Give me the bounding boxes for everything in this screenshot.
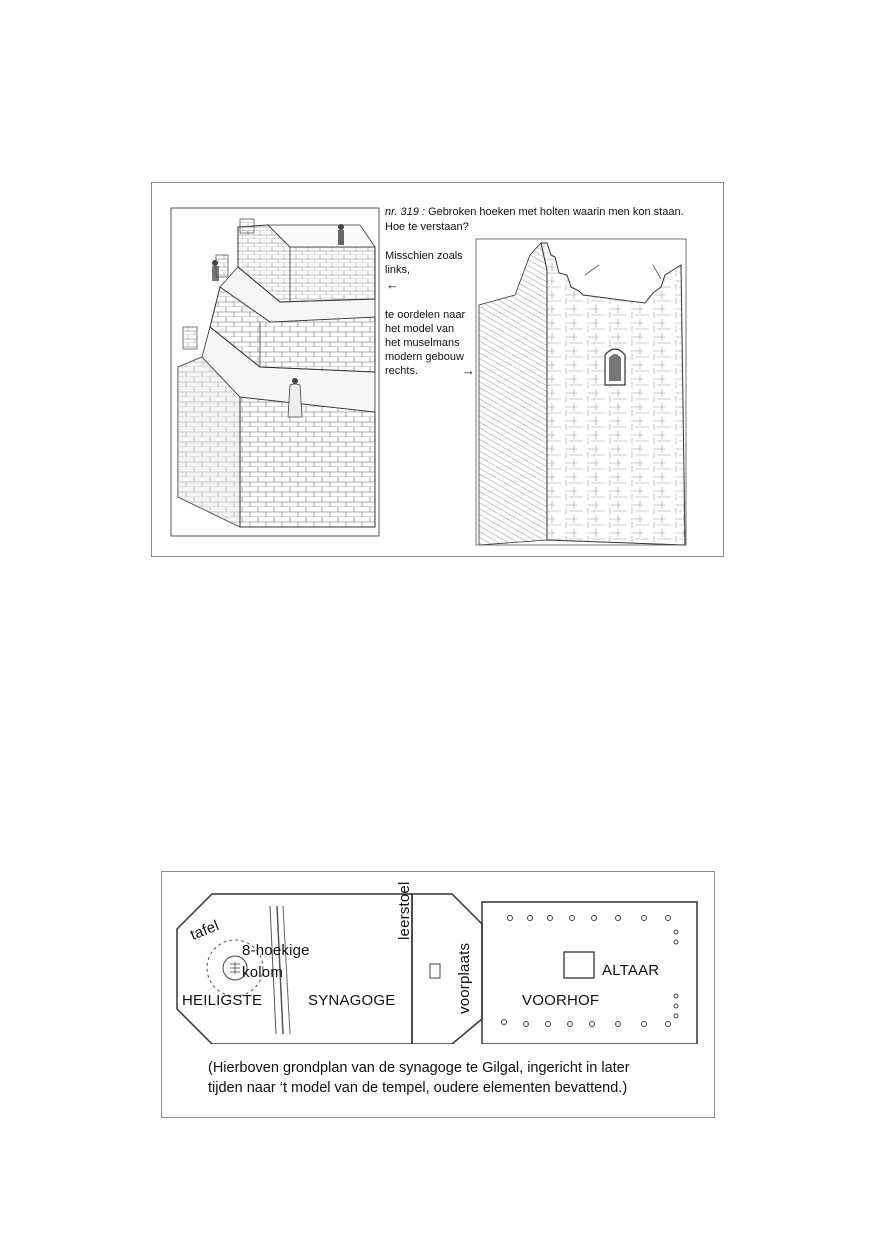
figure-floorplan-frame: tafel 8-hoekige kolom HEILIGSTE SYNAGOGE…: [161, 871, 715, 1118]
misschien-text: Misschien zoals: [385, 250, 463, 262]
floorplan-caption-line-2: tijden naar ‘t model van de tempel, oude…: [208, 1080, 628, 1096]
oordelen-line-3: het muselmans: [385, 337, 460, 349]
label-heiligste: HEILIGSTE: [182, 992, 263, 1009]
floorplan-drawing: [176, 893, 698, 1044]
label-kolom: kolom: [242, 964, 284, 981]
label-voorhof: VOORHOF: [522, 992, 600, 1009]
arrow-left-icon: ←: [386, 277, 399, 292]
oordelen-line-1: te oordelen naar: [385, 309, 466, 321]
caption-number: nr. 319 :: [385, 206, 425, 218]
label-synagoge: SYNAGOGE: [308, 992, 396, 1009]
building-drawing: [475, 238, 687, 546]
arrow-right-icon: →: [462, 363, 475, 378]
label-voorplaats: voorplaats: [456, 942, 473, 1014]
label-leerstoel: leerstoel: [396, 881, 413, 941]
caption-question: Hoe te verstaan?: [385, 221, 469, 233]
figure1-caption: nr. 319 : Gebroken hoeken met holten waa…: [385, 205, 684, 219]
links-text: links,: [385, 264, 411, 276]
caption-text: Gebroken hoeken met holten waarin men ko…: [428, 206, 684, 218]
label-8-hoekige: 8-hoekige: [242, 942, 310, 959]
label-altaar: ALTAAR: [602, 962, 660, 979]
figure-tower-frame: nr. 319 : Gebroken hoeken met holten waa…: [151, 182, 724, 557]
oordelen-line-4: modern gebouw: [385, 351, 464, 363]
floorplan-caption-line-1: (Hierboven grondplan van de synagoge te …: [208, 1060, 630, 1076]
oordelen-line-2: het model van: [385, 323, 455, 335]
tower-drawing: [170, 207, 380, 537]
oordelen-line-5: rechts.: [385, 365, 419, 377]
